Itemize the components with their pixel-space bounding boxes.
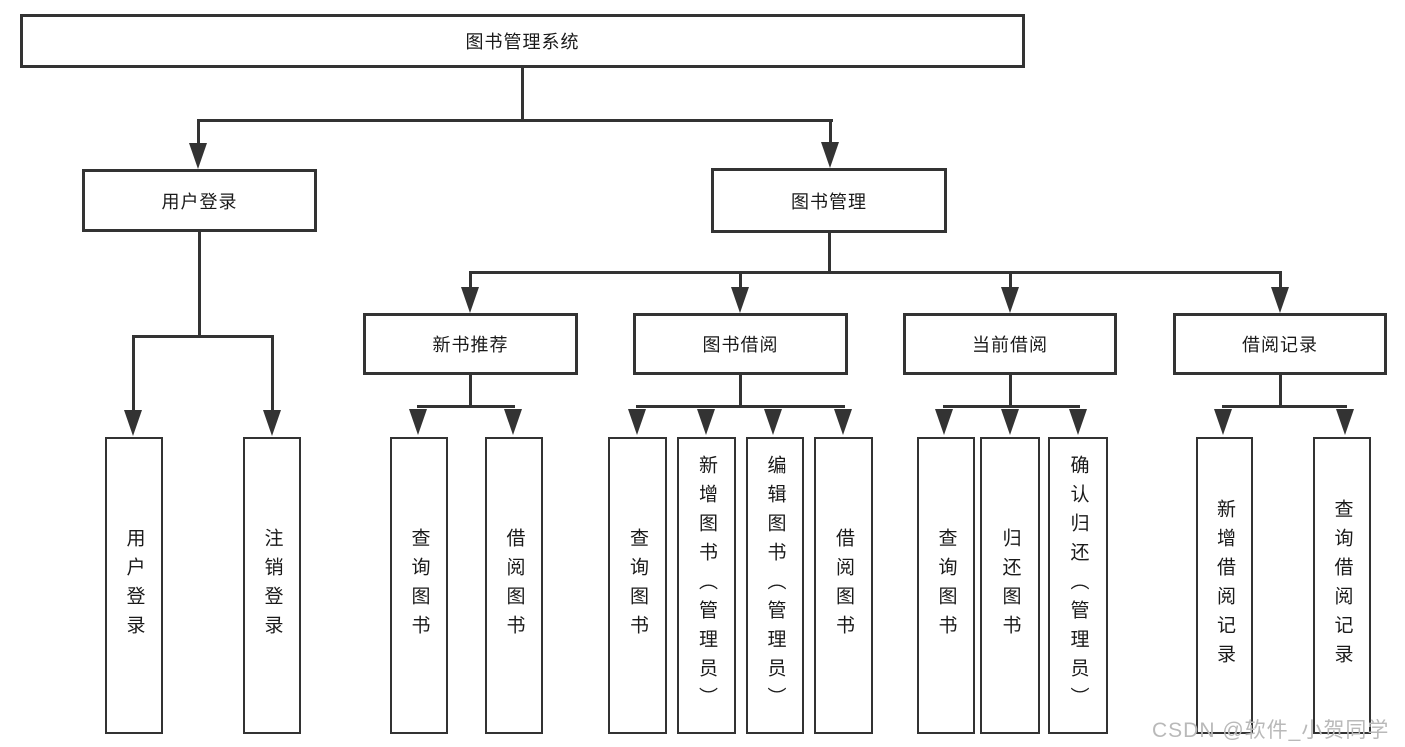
connector-book-mgmt-stem [828,231,831,273]
arrowhead-down [697,409,715,435]
arrowhead-down [1271,287,1289,313]
node-label: 查询图书 [935,527,957,644]
node-query-borrow-record: 查询借阅记录 [1313,437,1371,734]
node-label: 确认归还（管理员） [1067,455,1089,716]
arrowhead-down [628,409,646,435]
connector-current-borrow-stem [1009,373,1012,407]
node-label: 注销登录 [261,527,283,644]
connector-current-borrow-bar [943,405,1080,408]
node-label: 查询借阅记录 [1331,498,1353,673]
node-logout-leaf: 注销登录 [243,437,301,734]
node-book-borrowing: 图书借阅 [633,313,848,375]
connector-borrow-records-bar [1222,405,1347,408]
node-label: 新书推荐 [432,335,509,355]
arrowhead-down [409,409,427,435]
connector-login-leaf-drop [132,337,135,410]
arrowhead-down [764,409,782,435]
connector-user-login-stem [198,230,201,337]
arrowhead-down [821,142,839,168]
arrowhead-down [731,287,749,313]
connector-borrow-records-stem [1279,373,1282,407]
arrowhead-down [263,410,281,436]
connector-current-borrow-drop [1009,273,1012,287]
node-borrowing-records: 借阅记录 [1173,313,1387,375]
node-edit-books-admin: 编辑图书（管理员） [746,437,804,734]
watermark: CSDN @软件_小贺同学 [1152,719,1390,742]
connector-new-books-bar [417,405,515,408]
node-label: 用户登录 [123,527,145,644]
node-borrow-books-recommend: 借阅图书 [485,437,543,734]
connector-book-mgmt-drop [829,121,832,146]
arrowhead-down [1336,409,1354,435]
node-borrow-books-leaf: 借阅图书 [814,437,873,734]
node-label: 图书管理 [791,191,867,212]
node-label: 归还图书 [999,527,1021,644]
node-label: 当前借阅 [972,335,1048,355]
connector-user-login-drop [197,121,200,146]
connector-new-books-stem [469,373,472,407]
node-current-borrowing: 当前借阅 [903,313,1117,375]
node-label: 图书管理系统 [465,32,580,52]
node-add-borrow-record: 新增借阅记录 [1196,437,1253,734]
node-user-login: 用户登录 [82,169,317,232]
node-return-books: 归还图书 [980,437,1040,734]
node-confirm-return-admin: 确认归还（管理员） [1048,437,1108,734]
connector-logout-leaf-drop [271,337,274,410]
node-book-management: 图书管理 [711,168,947,233]
connector-borrow-records-drop [1279,273,1282,287]
arrowhead-down [935,409,953,435]
connector-book-borrow-bar [636,405,845,408]
node-query-books-borrow: 查询图书 [608,437,667,734]
arrowhead-down [504,409,522,435]
connector-book-borrow-drop [739,273,742,287]
node-label: 查询图书 [408,527,430,644]
arrowhead-down [1001,287,1019,313]
connector-level3-bar [469,271,1282,274]
node-label: 新增图书（管理员） [696,455,717,716]
arrowhead-down [1001,409,1019,435]
node-user-login-leaf: 用户登录 [105,437,163,734]
node-label: 借阅图书 [503,527,525,644]
arrowhead-down [461,287,479,313]
node-library-management-system: 图书管理系统 [20,14,1025,68]
arrowhead-down [834,409,852,435]
node-query-books-recommend: 查询图书 [390,437,448,734]
node-label: 借阅图书 [833,527,854,644]
connector-level2-bar [197,119,833,122]
connector-user-login-bar [132,335,274,338]
node-label: 图书借阅 [702,335,779,355]
node-label: 查询图书 [627,527,648,644]
connector-new-books-drop [469,273,472,287]
node-label: 借阅记录 [1242,335,1318,355]
arrowhead-down [1069,409,1087,435]
node-new-book-recommendation: 新书推荐 [363,313,578,375]
arrowhead-down [1214,409,1232,435]
node-label: 新增借阅记录 [1214,498,1235,673]
arrowhead-down [124,410,142,436]
node-label: 编辑图书（管理员） [764,455,786,716]
connector-root-stem [521,66,524,120]
node-add-books-admin: 新增图书（管理员） [677,437,736,734]
connector-book-borrow-stem [739,373,742,407]
node-query-books-current: 查询图书 [917,437,975,734]
node-label: 用户登录 [161,191,238,212]
arrowhead-down [189,143,207,169]
